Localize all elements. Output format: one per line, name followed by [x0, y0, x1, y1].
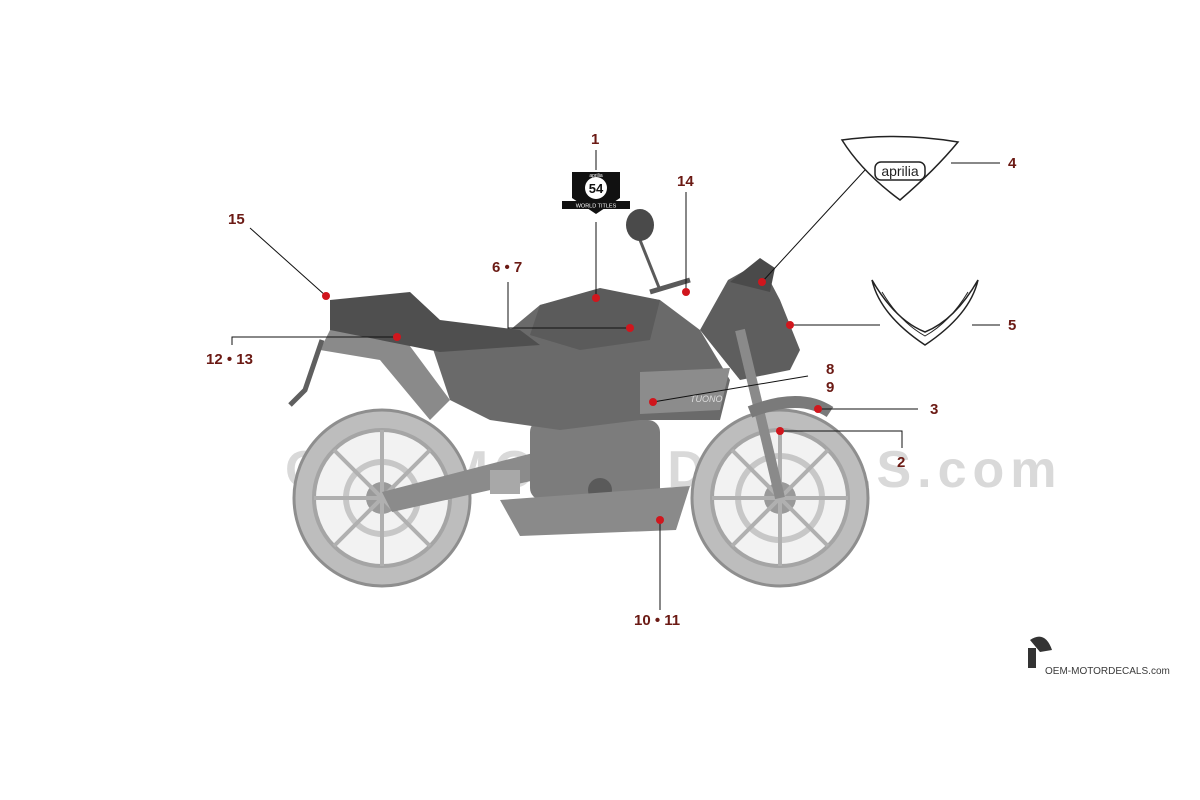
fuel-tank — [530, 288, 660, 350]
side-panel — [640, 368, 730, 414]
rear-subframe — [320, 330, 450, 420]
callout-2: 2 — [897, 454, 906, 471]
callout-8: 8 — [826, 361, 835, 378]
callout-5: 5 — [1008, 317, 1017, 334]
fairing-text: TUONO — [690, 394, 723, 404]
site-logo-icon — [1028, 636, 1052, 668]
engine — [530, 420, 660, 500]
leader-lines — [231, 150, 1000, 610]
mirror-stem — [638, 239, 662, 291]
badge-number: 54 — [589, 181, 604, 196]
front-fender — [747, 396, 834, 418]
callout-15: 15 — [228, 211, 245, 228]
callout-6-7: 6 • 7 — [492, 259, 523, 276]
mirror — [626, 209, 654, 241]
decal-badge-world-titles: 54 aprilia WORLD TITLES — [562, 172, 630, 214]
belly-pan — [500, 486, 690, 536]
screen-logo: aprilia — [881, 163, 919, 179]
callout-12-13: 12 • 13 — [206, 351, 253, 368]
callout-9: 9 — [826, 379, 835, 396]
front-fairing — [700, 262, 800, 380]
handlebar — [649, 277, 691, 295]
license-plate-bracket — [288, 339, 325, 407]
decal-nose-v — [871, 279, 979, 346]
site-brand: OEM-MOTORDECALS.com — [1045, 666, 1170, 677]
badge-brand: aprilia — [589, 173, 603, 179]
callout-10-11: 10 • 11 — [634, 612, 681, 629]
callout-1: 1 — [591, 131, 600, 148]
callout-4: 4 — [1008, 155, 1017, 172]
footpeg — [490, 470, 520, 494]
callout-3: 3 — [930, 401, 939, 418]
decal-nose-inner — [881, 291, 969, 337]
marker-dots — [322, 278, 822, 524]
badge-ribbon: WORLD TITLES — [576, 204, 617, 210]
decal-screen-aprilia: aprilia — [840, 135, 960, 201]
callout-14: 14 — [677, 173, 694, 190]
